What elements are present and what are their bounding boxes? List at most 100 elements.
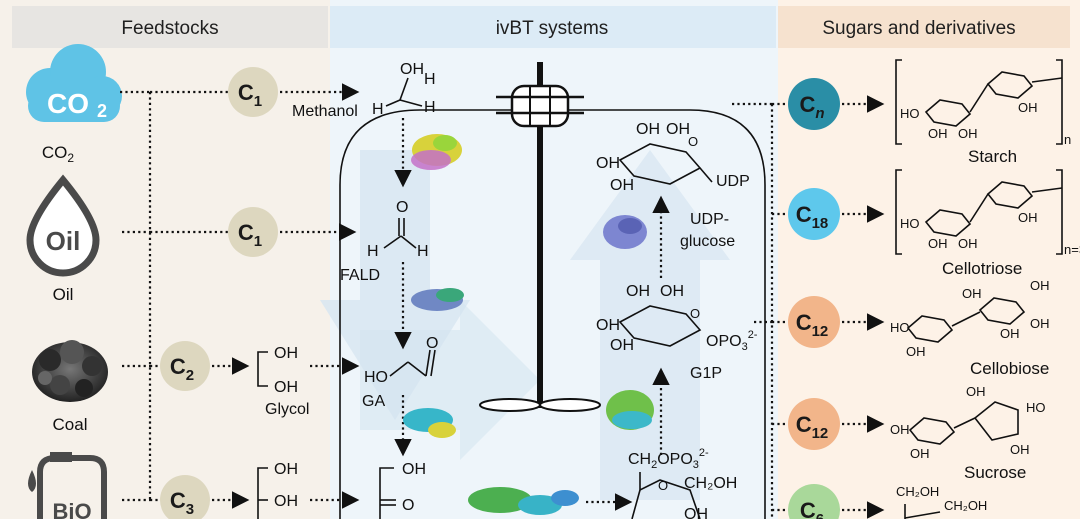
badge-c2-coal: C2 — [150, 341, 250, 391]
svg-text:OH: OH — [402, 461, 426, 478]
products-header-bar — [778, 6, 1070, 48]
svg-text:H: H — [372, 101, 384, 118]
product-badge-label: C18 — [796, 202, 829, 232]
product-label: Starch — [968, 147, 1017, 166]
svg-text:O: O — [690, 306, 700, 321]
product-badge — [788, 296, 840, 348]
product-label: Cellotriose — [942, 259, 1022, 278]
svg-text:OH: OH — [660, 283, 684, 300]
svg-text:OH: OH — [1030, 316, 1050, 331]
svg-text:H: H — [424, 71, 436, 88]
glycolaldehyde-molecule: HO O GA — [362, 335, 438, 410]
product-badge — [788, 188, 840, 240]
svg-text:OH: OH — [596, 155, 620, 172]
svg-text:UDP: UDP — [716, 173, 750, 190]
svg-text:OH: OH — [928, 236, 948, 251]
svg-text:CO: CO — [47, 88, 89, 119]
c3-left-molecule: OH OH — [257, 461, 298, 519]
methanol-label: Methanol — [292, 103, 358, 120]
feedstock-co2-label: CO2 — [42, 143, 75, 165]
methanol-molecule: OH H H H Methanol — [292, 61, 436, 120]
product-structure: CH₂OH CH₂OH — [896, 484, 987, 519]
product-badge-label: C12 — [796, 412, 829, 442]
svg-text:OH: OH — [958, 236, 978, 251]
products-header: Sugars and derivatives — [822, 18, 1015, 39]
product-badge-label: Cn — [799, 92, 824, 122]
svg-text:2: 2 — [97, 101, 107, 121]
product-badge — [788, 78, 840, 130]
product-label: Sucrose — [964, 463, 1026, 482]
c3-right-molecule: OH O — [379, 461, 426, 519]
product-badge — [788, 398, 840, 450]
svg-text:OH: OH — [636, 121, 660, 138]
svg-text:OH: OH — [1000, 326, 1020, 341]
svg-text:OH: OH — [966, 384, 986, 399]
svg-text:Oil: Oil — [46, 226, 81, 256]
product-structure: OH OH HO OH OH OH — [890, 278, 1050, 359]
badge-c1-oil: C1 — [150, 207, 357, 257]
svg-text:OH: OH — [1030, 278, 1050, 293]
glycol-label: Glycol — [265, 401, 309, 418]
enzyme-2-icon — [411, 288, 464, 311]
svg-text:HO: HO — [890, 320, 910, 335]
feedstocks-header: Feedstocks — [121, 18, 218, 39]
g1p-molecule: OH OH OH OH O OPO32- G1P — [596, 283, 758, 382]
badge-c1-co2: C1 — [150, 67, 360, 117]
svg-text:n: n — [1064, 132, 1071, 147]
enzyme-4-icon — [468, 487, 579, 515]
stirrer — [479, 62, 601, 412]
product-row-c6: C6 CH₂OH CH₂OH — [772, 484, 987, 519]
product-badge-label: C6 — [800, 498, 824, 519]
g1p-label: G1P — [690, 365, 722, 382]
oil-drop-icon: Oil — [26, 174, 100, 277]
udp-glucose-label-2: glucose — [680, 233, 735, 250]
svg-text:OH: OH — [928, 126, 948, 141]
svg-text:OH: OH — [610, 337, 634, 354]
svg-text:OH: OH — [1018, 100, 1038, 115]
formaldehyde-molecule: O H H FALD — [340, 199, 429, 284]
svg-text:OH: OH — [596, 317, 620, 334]
svg-text:OH: OH — [910, 446, 930, 461]
enzyme-3-icon — [403, 408, 456, 438]
svg-text:HO: HO — [1026, 400, 1046, 415]
udp-glucose-label-1: UDP- — [690, 211, 729, 228]
ivbt-header: ivBT systems — [496, 18, 609, 39]
svg-text:O: O — [688, 134, 698, 149]
svg-text:OH: OH — [626, 283, 650, 300]
svg-text:C1: C1 — [238, 220, 262, 250]
svg-text:CH₂OH: CH₂OH — [944, 498, 987, 513]
product-structure: HO OH OH OH n — [895, 59, 1071, 147]
svg-text:H: H — [424, 99, 436, 116]
svg-text:C2: C2 — [170, 354, 194, 384]
bio-canister-icon: BiO — [28, 452, 107, 519]
svg-text:HO: HO — [900, 106, 920, 121]
svg-text:HO: HO — [900, 216, 920, 231]
products-list: CnHOOHOHOHnStarchC18HOOHOHOHn=3Cellotrio… — [772, 59, 1080, 519]
enzyme-5-icon — [606, 390, 654, 430]
svg-text:CH₂OH: CH₂OH — [896, 484, 939, 499]
svg-text:OH: OH — [610, 177, 634, 194]
ivbt-header-bar — [330, 6, 776, 48]
svg-text:OH: OH — [274, 379, 298, 396]
ga-label: GA — [362, 393, 385, 410]
svg-text:CH2OPO32-: CH2OPO32- — [628, 447, 709, 471]
co2-cloud-icon: CO 2 — [26, 44, 122, 122]
feedstock-coal-label: Coal — [53, 415, 88, 434]
reactor-vessel — [420, 109, 766, 519]
glycol-molecule: OH OH Glycol — [257, 345, 309, 418]
svg-text:OH: OH — [906, 344, 926, 359]
svg-text:OH: OH — [274, 461, 298, 478]
svg-text:BiO: BiO — [52, 499, 91, 519]
svg-text:OH: OH — [274, 493, 298, 510]
feedstock-oil-label: Oil — [53, 285, 74, 304]
svg-text:OH: OH — [274, 345, 298, 362]
svg-text:H: H — [417, 243, 429, 260]
svg-text:OH: OH — [962, 286, 982, 301]
svg-text:OH: OH — [958, 126, 978, 141]
